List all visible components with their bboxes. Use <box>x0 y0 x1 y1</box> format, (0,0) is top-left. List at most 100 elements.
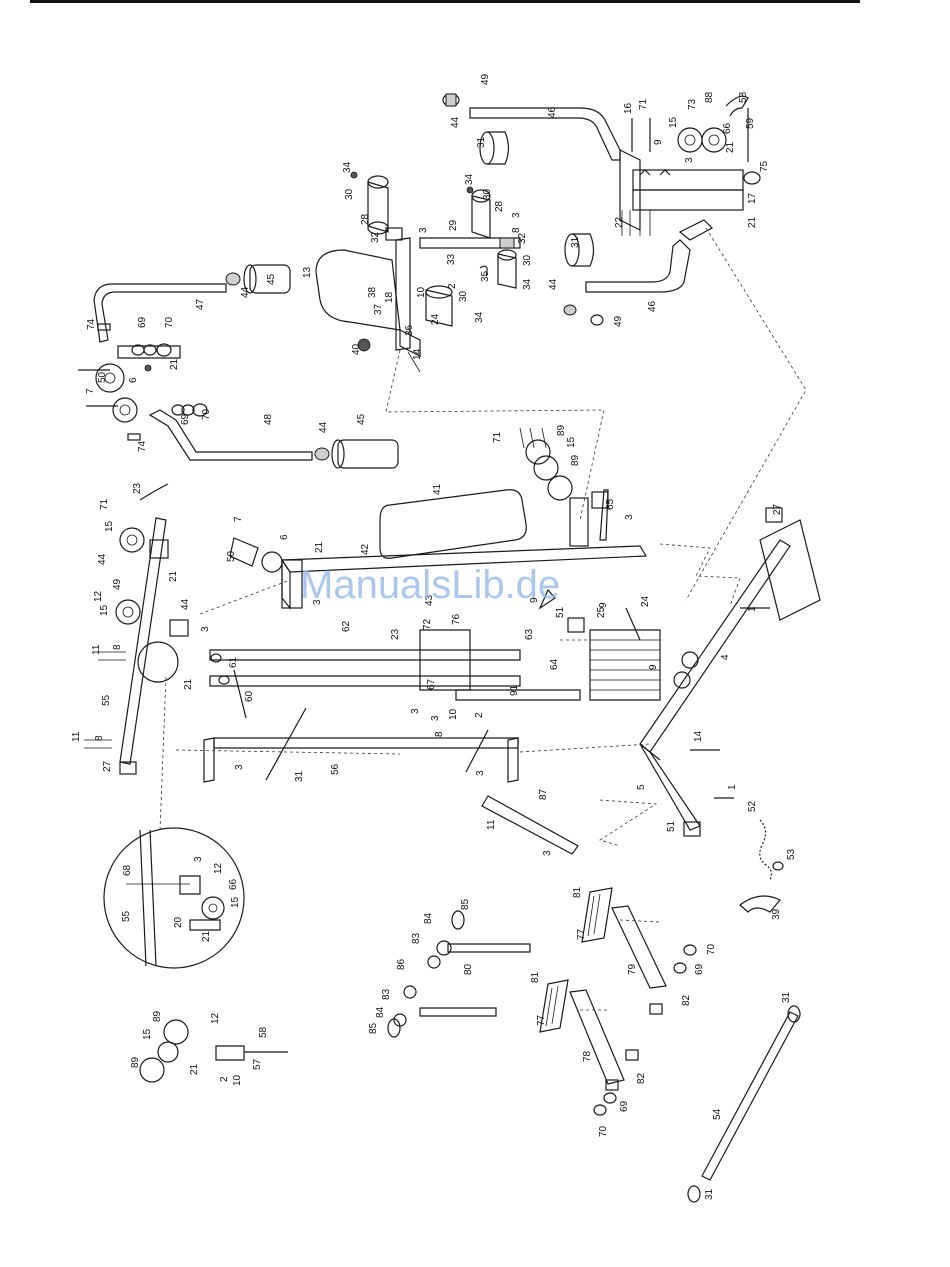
part-label: 10 <box>232 1074 243 1086</box>
seat-and-roller-assembly <box>315 171 521 373</box>
part-label: 25 <box>596 606 607 618</box>
part-label: 3 <box>200 626 211 632</box>
part-label: 45 <box>266 273 277 285</box>
part-label: 31 <box>476 136 487 148</box>
part-label: 51 <box>666 820 677 832</box>
part-label: 21 <box>169 358 180 370</box>
part-label: 39 <box>771 908 782 920</box>
part-label: 8 <box>511 227 522 233</box>
part-label: 15 <box>230 896 241 908</box>
top-rule <box>30 0 860 3</box>
part-label: 31 <box>781 991 792 1003</box>
part-label: 71 <box>99 498 110 510</box>
part-label: 47 <box>195 298 206 310</box>
part-label: 3 <box>193 856 204 862</box>
part-label: 8 <box>434 731 445 737</box>
part-label: 14 <box>693 730 704 742</box>
part-label: 2 <box>447 283 458 289</box>
part-label: 34 <box>522 278 533 290</box>
part-label: 18 <box>384 291 395 303</box>
part-label: 13 <box>302 266 313 278</box>
part-label: 54 <box>712 1108 723 1120</box>
part-label: 23 <box>390 628 401 640</box>
watermark: ManualsLib.de <box>300 563 560 607</box>
part-label: 71 <box>492 431 503 443</box>
part-label: 8 <box>94 735 105 741</box>
part-label: 15 <box>668 116 679 128</box>
part-label: 76 <box>451 613 462 625</box>
part-label: 84 <box>423 912 434 924</box>
detail-inset <box>103 675 245 969</box>
part-label: 80 <box>463 963 474 975</box>
part-label: 50 <box>226 550 237 562</box>
part-label: 57 <box>252 1058 263 1070</box>
part-label: 15 <box>566 436 577 448</box>
part-label: 89 <box>130 1056 141 1068</box>
part-label: 22 <box>614 216 625 228</box>
part-label: 29 <box>448 219 459 231</box>
part-label: 3 <box>410 708 421 714</box>
part-label: 46 <box>647 300 658 312</box>
part-label: 91 <box>509 684 520 696</box>
part-label: 24 <box>640 595 651 607</box>
part-label: 3 <box>511 212 522 218</box>
part-label: 73 <box>687 98 698 110</box>
part-label: 34 <box>342 161 353 173</box>
part-label: 30 <box>482 188 493 200</box>
part-label: 44 <box>180 598 191 610</box>
part-label: 30 <box>458 290 469 302</box>
part-label: 46 <box>547 106 558 118</box>
part-label: 33 <box>446 253 457 265</box>
part-label: 70 <box>706 943 717 955</box>
part-label: 89 <box>570 454 581 466</box>
part-label: 86 <box>396 958 407 970</box>
part-label: 66 <box>722 122 733 134</box>
upper-arm-assembly <box>442 93 761 326</box>
part-label: 1 <box>747 606 758 612</box>
part-label: 68 <box>122 864 133 876</box>
part-label: 11 <box>486 819 497 830</box>
part-label: 81 <box>572 886 583 898</box>
part-label: 44 <box>97 553 108 565</box>
part-label: 7 <box>233 516 244 522</box>
part-label: 79 <box>627 963 638 975</box>
part-label: 49 <box>480 73 491 85</box>
part-label: 35 <box>480 270 491 282</box>
part-label: 31 <box>570 236 581 248</box>
part-label: 2 <box>219 1076 230 1082</box>
part-label: 84 <box>375 1006 386 1018</box>
part-label: 48 <box>263 413 274 425</box>
part-label: 3 <box>234 764 245 770</box>
leader-lines <box>175 227 807 1011</box>
part-label: 59 <box>745 117 756 129</box>
part-label: 15 <box>99 604 110 616</box>
part-label: 20 <box>173 916 184 928</box>
part-label: 70 <box>164 316 175 328</box>
part-label: 28 <box>360 213 371 225</box>
part-label: 82 <box>681 994 692 1006</box>
part-label: 23 <box>132 482 143 494</box>
part-label: 31 <box>294 770 305 782</box>
part-label: 44 <box>450 116 461 128</box>
part-label: 53 <box>786 848 797 860</box>
part-label: 10 <box>416 286 427 298</box>
part-label: 11 <box>91 644 102 655</box>
part-label: 56 <box>330 763 341 775</box>
part-label: 41 <box>432 483 443 495</box>
part-label: 50 <box>97 371 108 383</box>
part-label: 31 <box>704 1188 715 1200</box>
main-frame-assembly <box>203 427 699 855</box>
part-label: 70 <box>201 408 212 420</box>
part-label: 28 <box>494 200 505 212</box>
part-label: 83 <box>381 988 392 1000</box>
part-label: 4 <box>720 654 731 660</box>
part-label: 21 <box>189 1063 200 1075</box>
part-label: 72 <box>422 618 433 630</box>
part-label: 40 <box>351 343 362 355</box>
part-label: 43 <box>424 594 435 606</box>
part-label: 77 <box>576 928 587 940</box>
part-label: 88 <box>704 91 715 103</box>
part-label: 81 <box>530 971 541 983</box>
